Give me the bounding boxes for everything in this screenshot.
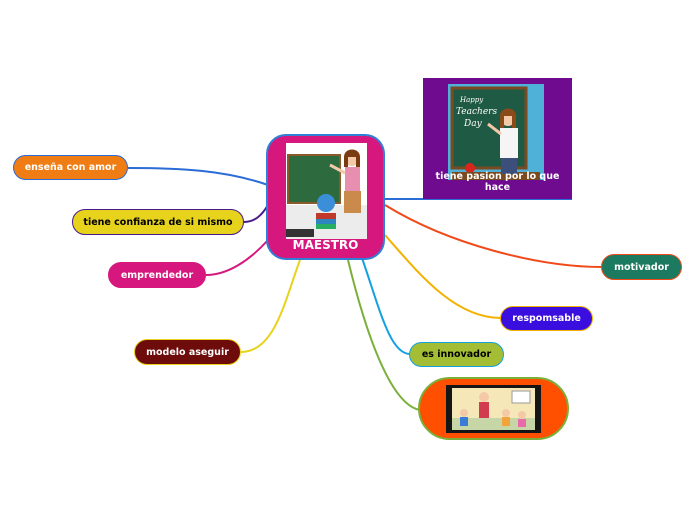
svg-text:Day: Day <box>463 119 483 129</box>
edge-responsable <box>384 234 502 319</box>
branch-label: tiene pasion por lo que hace <box>435 171 560 193</box>
teachers-day-illustration-icon: Happy Teachers Day <box>448 84 544 180</box>
branch-label: respomsable <box>512 313 581 324</box>
branch-responsable[interactable]: respomsable <box>500 306 593 331</box>
svg-text:Teachers: Teachers <box>456 107 497 117</box>
branch-label: enseña con amor <box>24 162 117 173</box>
edge-innovador <box>361 257 411 355</box>
edge-confianza <box>243 204 269 223</box>
branch-tiene-confianza[interactable]: tiene confianza de si mismo <box>72 209 244 235</box>
edge-motivador <box>384 204 603 268</box>
teacher-with-children-illustration-icon <box>446 385 541 433</box>
edge-ensena <box>127 167 269 186</box>
branch-label: emprendedor <box>120 269 194 281</box>
branch-es-innovador[interactable]: es innovador <box>409 342 504 367</box>
branch-ensena-con-amor[interactable]: enseña con amor <box>13 155 128 180</box>
branch-image-teacher-with-children[interactable] <box>418 377 569 440</box>
branch-label: es innovador <box>421 349 492 360</box>
branch-tiene-pasion[interactable]: Happy Teachers Day tiene pasion por lo q… <box>423 78 572 199</box>
edge-asegurar <box>240 259 301 353</box>
branch-modelo-a-seguir[interactable]: modelo aseguir <box>134 339 241 365</box>
edge-emprendedor <box>205 239 269 276</box>
branch-label: modelo aseguir <box>146 346 229 358</box>
branch-label: motivador <box>614 261 669 273</box>
branch-motivador[interactable]: motivador <box>601 254 682 280</box>
teacher-illustration-icon <box>286 143 367 239</box>
edge-bottom-image <box>347 259 421 411</box>
central-title: MAESTRO <box>292 238 359 252</box>
central-topic[interactable]: MAESTRO <box>266 134 385 260</box>
branch-emprendedor[interactable]: emprendedor <box>108 262 206 288</box>
branch-label: tiene confianza de si mismo <box>83 216 233 228</box>
svg-text:Happy: Happy <box>459 96 484 104</box>
